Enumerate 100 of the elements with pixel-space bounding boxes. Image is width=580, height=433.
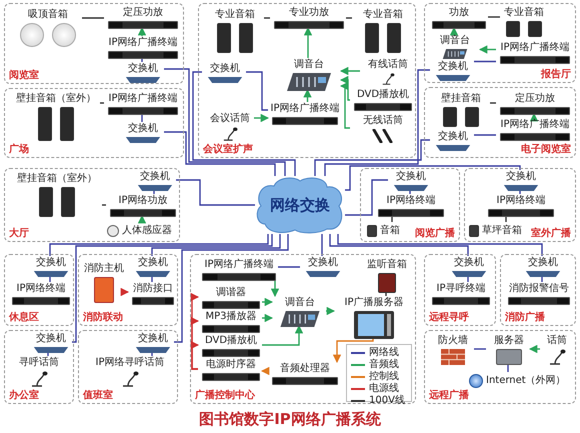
legend-label: 网络线 (369, 347, 399, 358)
device-label: 电源时序器 (206, 359, 256, 371)
arrow (450, 26, 458, 36)
device-label: 交换机 (454, 257, 484, 269)
arrow (340, 82, 350, 129)
device-label: 交换机 (128, 123, 158, 135)
device-label: IP网络终端 (496, 195, 546, 207)
legend-label: 100V线 (369, 395, 405, 407)
device-label: 交换机 (438, 131, 468, 143)
area-panel (78, 330, 178, 404)
area-title: 会议室扩声 (203, 144, 253, 156)
device-label: IP网络寻呼话筒 (96, 357, 164, 369)
device-label: IP网络广播终端 (204, 259, 274, 271)
area-title: 大厅 (9, 228, 29, 240)
device-label: IP网络终端 (386, 195, 436, 207)
device-label: 草坪音箱 (482, 225, 522, 237)
device-label: 交换机 (36, 257, 66, 269)
device-label: IP网络广播终端 (270, 103, 340, 115)
arrow (120, 288, 130, 296)
device-label: 调音台 (285, 297, 315, 309)
arrow (303, 88, 312, 102)
arrow (326, 306, 336, 316)
arrow (270, 280, 280, 298)
area-title: 消防联动 (83, 312, 123, 324)
connector-line (324, 69, 430, 176)
device-label: 交换机 (36, 333, 66, 345)
device-label: IP网络功放 (118, 195, 168, 207)
connector-line (72, 234, 273, 343)
device-label: 壁挂音箱（室外） (17, 173, 97, 185)
device-label: 调音台 (294, 59, 324, 71)
legend-label: 音频线 (369, 359, 399, 370)
arrow (304, 26, 312, 58)
arrow (332, 338, 374, 364)
device-label: 无线话筒 (363, 115, 403, 127)
arrow (254, 114, 270, 122)
connector-line (174, 234, 289, 343)
device-label: Internet（外网） (486, 375, 566, 387)
arrow (138, 214, 146, 224)
arrow (138, 26, 146, 36)
device-label: 调谐器 (216, 287, 246, 299)
area-panel (464, 168, 576, 242)
area-title: 室外广播 (531, 228, 571, 240)
area-title: 远程广播 (429, 390, 469, 402)
connector-line (314, 139, 430, 176)
area-title: 值班室 (83, 390, 113, 402)
area-panel (4, 88, 184, 158)
device-label: 音频处理器 (280, 363, 330, 375)
device-label: 壁挂音箱 (441, 93, 481, 105)
area-title: 广播控制中心 (195, 390, 255, 402)
connector-line (488, 16, 500, 18)
area-title: 消防广播 (505, 312, 545, 324)
device-label: 功放 (449, 7, 469, 19)
connector-line (474, 60, 496, 62)
arrow (190, 340, 200, 370)
connector-line (264, 17, 270, 19)
area-panel (424, 330, 576, 404)
device-label: IP网络终端 (16, 283, 66, 295)
area-title: 阅览室 (9, 70, 39, 82)
device-label: IP网络广播终端 (500, 42, 570, 54)
device-label: IP网络广播终端 (108, 93, 178, 105)
device-label: MP3播放器 (205, 311, 257, 323)
device-label: 专业音箱 (363, 9, 403, 21)
area-panel (500, 254, 576, 326)
connector-line (329, 234, 469, 256)
device-label: 交换机 (210, 63, 240, 75)
device-label: 交换机 (506, 171, 536, 183)
device-label: 专业音箱 (504, 7, 544, 19)
device-label: 吸顶音箱 (28, 9, 68, 21)
connector-line (100, 102, 104, 104)
device-label: 有线话筒 (368, 59, 408, 71)
area-panel (4, 3, 184, 84)
area-title: 办公室 (9, 390, 39, 402)
connector-line (490, 102, 496, 104)
area-panel (78, 254, 178, 326)
device-label: 监听音箱 (367, 259, 407, 271)
connector-line (474, 134, 496, 136)
device-label: 消防报警信号 (509, 283, 569, 295)
device-label: 交换机 (138, 257, 168, 269)
arrow (262, 298, 274, 306)
diagram-title: 图书馆数字IP网络广播系统 (198, 410, 382, 428)
device-label: 定压功放 (123, 7, 163, 19)
arrow (260, 366, 270, 376)
connector-line (337, 234, 543, 256)
area-title: 阅览广播 (415, 228, 455, 240)
connector-line (176, 179, 255, 206)
arrow (478, 45, 496, 54)
cloud-label: 网络交换 (270, 196, 330, 214)
connector-line (164, 68, 286, 176)
device-label: 交换机 (128, 63, 158, 75)
device-label: 交换机 (138, 333, 168, 345)
arrow (528, 344, 540, 354)
area-title: 报告厅 (541, 69, 571, 81)
connector-line (345, 165, 521, 191)
device-label: 交换机 (308, 257, 338, 269)
device-label: IP网络广播终端 (500, 119, 570, 131)
device-label: 调音台 (440, 35, 470, 47)
legend-label: 控制线 (369, 371, 399, 382)
area-panel (424, 3, 576, 83)
device-label: 交换机 (140, 171, 170, 183)
connector-line (321, 234, 323, 256)
